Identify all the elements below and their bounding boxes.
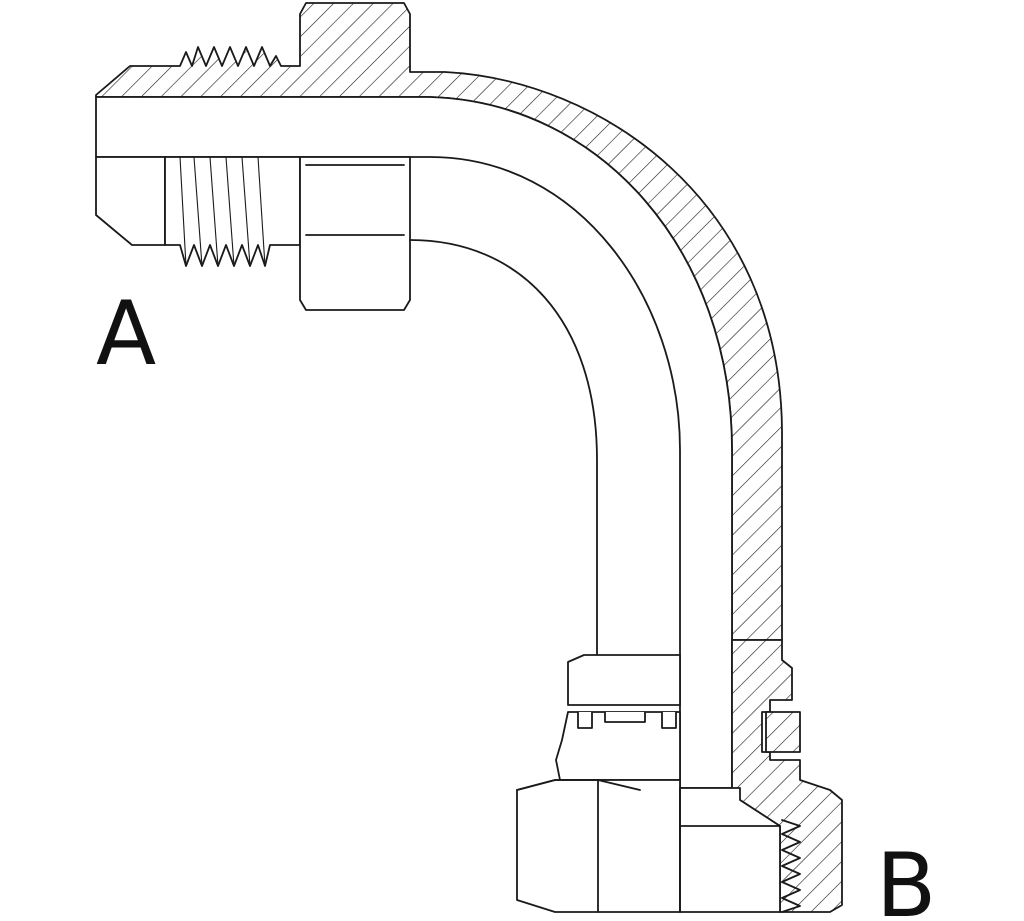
port-b-label: B [876,834,936,921]
bend-inner-curve [409,239,598,656]
retainer-tabs [577,711,677,729]
male-flare-nose [95,156,166,246]
upper-hex-nut [299,156,411,311]
port-a-label: A [96,282,156,385]
snap-ring-pocket [765,711,801,753]
male-thread-lines [179,156,266,267]
female-thread-teeth [781,819,801,913]
male-thread-body [164,156,301,267]
swivel-collar-ring [567,654,681,706]
swivel-hex-chamfer-top [516,779,641,791]
